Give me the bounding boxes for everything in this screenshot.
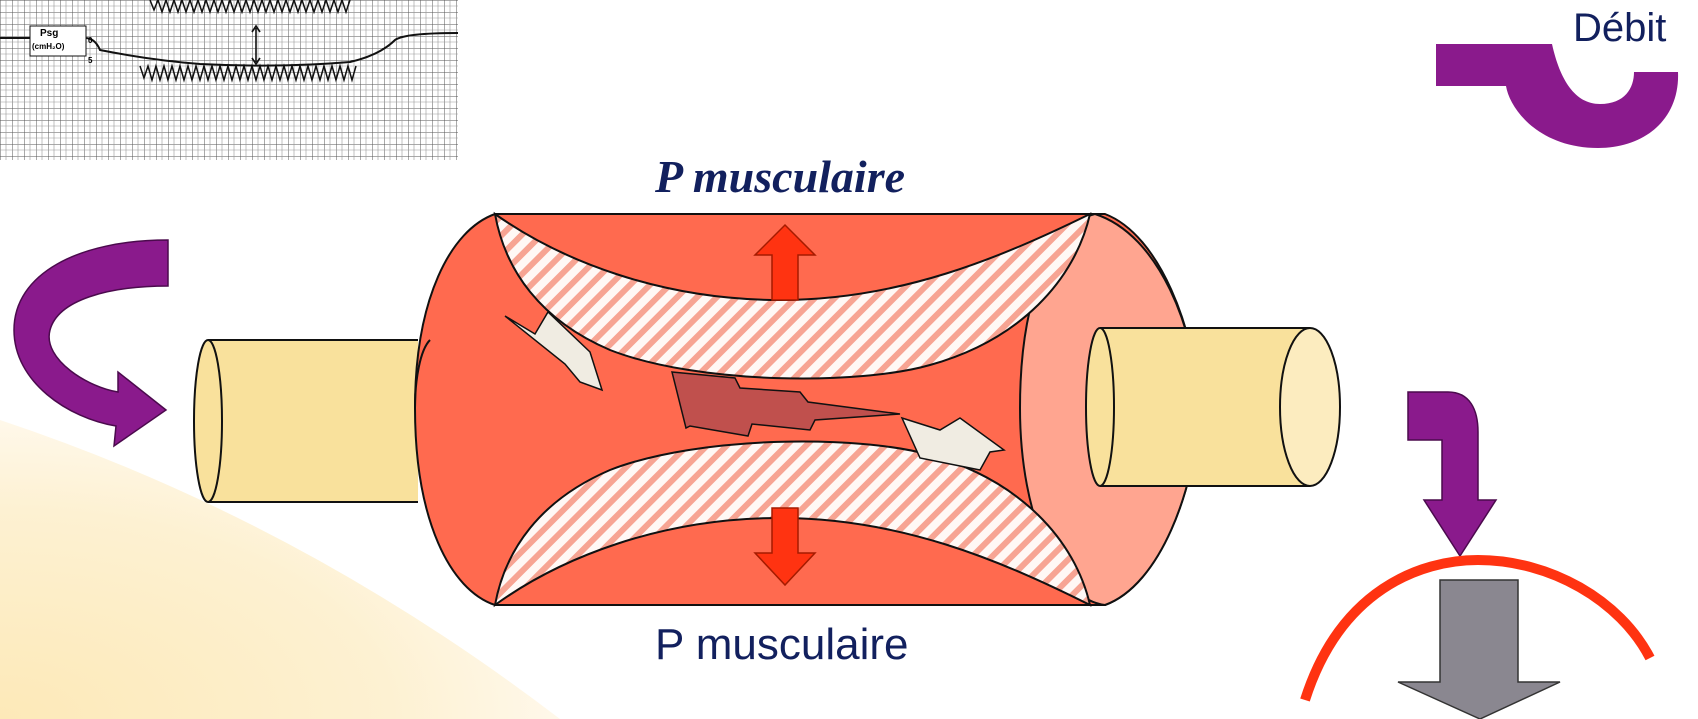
tracing-channel-label: Psg [40, 28, 58, 39]
pressure-tracing [0, 0, 458, 160]
tracing-tick-five: 5 [88, 56, 92, 65]
label-p-musculaire-top: P musculaire [655, 150, 905, 203]
tracing-unit-label: (cmH₂O) [32, 42, 64, 51]
grey-down-arrow [1398, 580, 1560, 719]
label-p-musculaire-bottom: P musculaire [655, 620, 909, 670]
right-tube [1086, 328, 1340, 486]
tracing-tick-zero: 0 [88, 36, 92, 45]
left-tube [194, 340, 418, 502]
label-debit: Débit [1573, 6, 1666, 51]
debit-arrow [1436, 44, 1678, 148]
outflow-bent-arrow [1408, 392, 1496, 556]
inflow-curved-arrow [14, 240, 168, 446]
